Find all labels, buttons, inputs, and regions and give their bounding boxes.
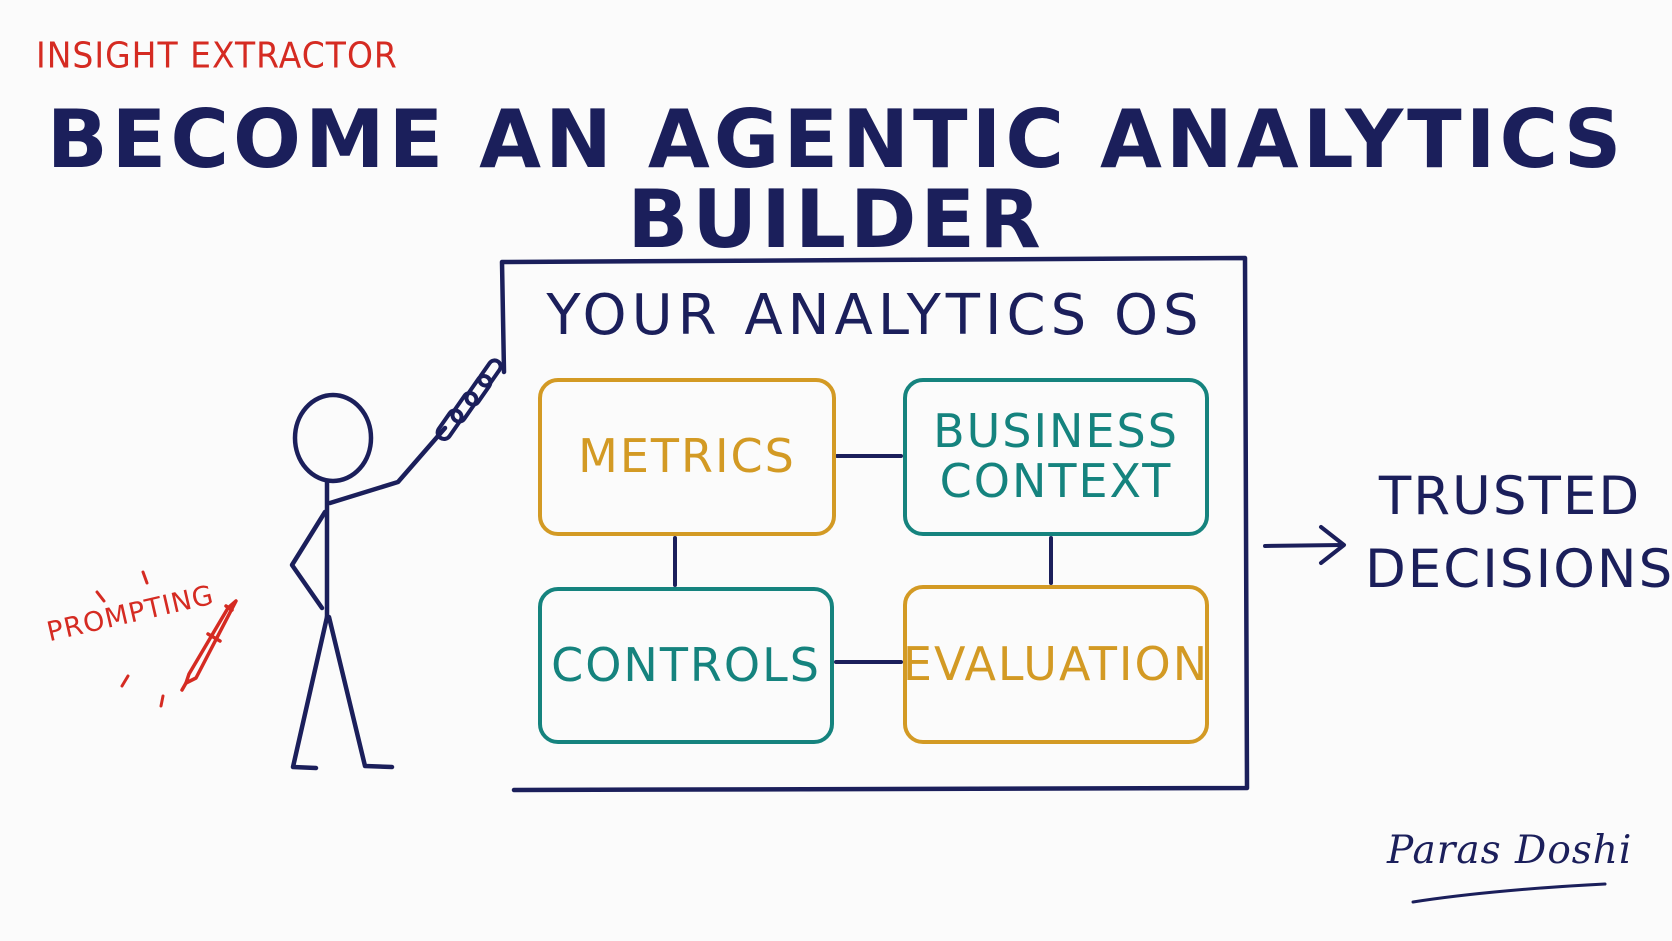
evaluation-label: EVALUATION: [902, 636, 1210, 691]
brand-label: INSIGHT EXTRACTOR: [36, 34, 398, 77]
controls-label: CONTROLS: [551, 637, 821, 692]
signature-underline: [1411, 882, 1607, 904]
outcome-line-2: DECISIONS: [1365, 539, 1672, 601]
os-title: YOUR ANALYTICS OS: [546, 283, 1204, 348]
burst-lines: [95, 570, 165, 708]
arrow-right-icon: [1263, 525, 1346, 565]
business-label-line-1: BUSINESS: [933, 404, 1179, 459]
outcome-label: TRUSTED DECISIONS: [1365, 460, 1672, 606]
os-frame: [499, 255, 1250, 793]
metrics-label: METRICS: [578, 429, 796, 484]
stick-figure-icon: [289, 392, 448, 771]
controls-box[interactable]: CONTROLS: [538, 587, 834, 744]
business-label-line-2: CONTEXT: [939, 454, 1173, 508]
page-title: BECOME AN AGENTIC ANALYTICS BUILDER: [46, 93, 1626, 266]
business-context-box[interactable]: BUSINESS CONTEXT: [903, 378, 1209, 536]
evaluation-box[interactable]: EVALUATION: [903, 585, 1209, 744]
chain-link-icon: [435, 358, 503, 441]
metrics-box[interactable]: METRICS: [538, 378, 836, 536]
business-context-label: BUSINESS CONTEXT: [933, 404, 1179, 508]
outcome-line-1: TRUSTED: [1378, 466, 1642, 527]
pen-icon: [180, 599, 238, 692]
author-signature: Paras Doshi: [1387, 828, 1633, 873]
box-connectors: [673, 454, 1053, 664]
